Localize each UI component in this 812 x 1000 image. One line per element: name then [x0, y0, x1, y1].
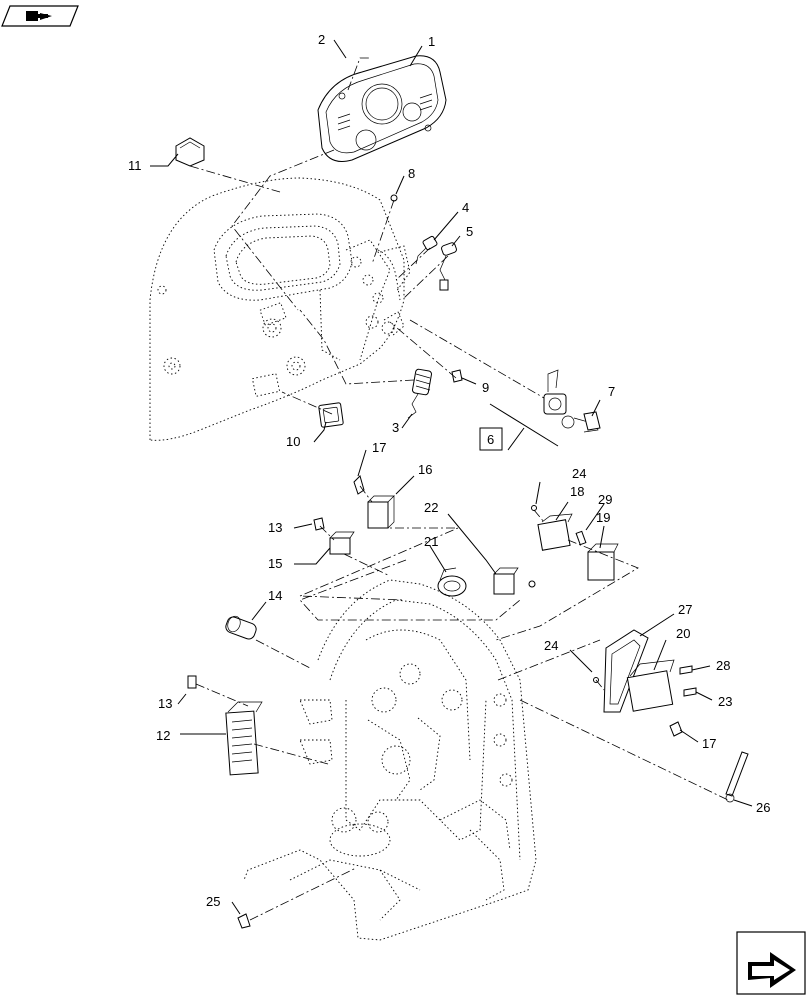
- callout-8: 8: [408, 166, 415, 181]
- switch-bezel: [318, 402, 344, 428]
- callout-27: 27: [678, 602, 692, 617]
- callout-16: 16: [418, 462, 432, 477]
- callout-4: 4: [462, 200, 469, 215]
- callout-22: 22: [424, 500, 438, 515]
- callout-13-top: 13: [268, 520, 282, 535]
- connector-4: [415, 235, 438, 265]
- callout-7: 7: [608, 384, 615, 399]
- callout-24-top: 24: [572, 466, 586, 481]
- leader-lines: [150, 39, 753, 915]
- ignition-switch: [543, 369, 601, 433]
- callout-9: 9: [482, 380, 489, 395]
- callout-3: 3: [392, 420, 399, 435]
- group-bracket-6: [489, 403, 559, 451]
- callout-29: 29: [598, 492, 612, 507]
- joystick-switch: [407, 368, 432, 419]
- callout-6: 6: [487, 432, 494, 447]
- screw-25: [237, 913, 251, 929]
- callout-25: 25: [206, 894, 220, 909]
- callouts: 1 2 3 4 5 6 7 8 9 10 11 12 13 13 14 15 1…: [128, 32, 770, 909]
- callout-12: 12: [156, 728, 170, 743]
- callout-18: 18: [570, 484, 584, 499]
- callout-10: 10: [286, 434, 300, 449]
- callout-21: 21: [424, 534, 438, 549]
- callout-14: 14: [268, 588, 282, 603]
- rocker-switch: [175, 137, 205, 167]
- module-20: [626, 659, 675, 712]
- module-19: [587, 543, 619, 581]
- relay-16: [367, 495, 395, 529]
- fuse-block: [225, 701, 263, 776]
- callout-17-top: 17: [372, 440, 386, 455]
- book-arrow-icon[interactable]: [1, 5, 79, 27]
- callout-24-right: 24: [544, 638, 558, 653]
- callout-17-right: 17: [702, 736, 716, 751]
- callout-15: 15: [268, 556, 282, 571]
- strap-26: [725, 751, 749, 803]
- callout-28: 28: [716, 658, 730, 673]
- switch-14: [225, 615, 257, 640]
- callout-11: 11: [128, 158, 142, 173]
- callout-26: 26: [756, 800, 770, 815]
- callout-5: 5: [466, 224, 473, 239]
- bracket-27: [603, 629, 649, 713]
- next-arrow-icon[interactable]: [736, 931, 806, 995]
- screw-17-top: [353, 475, 365, 495]
- dashboard-fascia: [149, 177, 411, 441]
- callout-13-left: 13: [158, 696, 172, 711]
- relay-22: [493, 567, 519, 595]
- callout-1: 1: [428, 34, 435, 49]
- diode-29: [575, 530, 587, 546]
- cab-frame: [243, 579, 537, 941]
- assembly-lines: [189, 57, 729, 921]
- bracket-21: [437, 567, 467, 597]
- relay-15: [329, 531, 355, 555]
- screw-23: [683, 687, 697, 697]
- callout-6-box: [479, 427, 503, 451]
- relay-18: [537, 513, 573, 551]
- screw-22: [528, 580, 536, 588]
- callout-23: 23: [718, 694, 732, 709]
- callout-19: 19: [596, 510, 610, 525]
- screw-13-left: [187, 675, 197, 689]
- screw-28: [679, 665, 693, 675]
- callout-2: 2: [318, 32, 325, 47]
- screw-17-right: [669, 721, 683, 737]
- instrument-cluster: [317, 55, 447, 162]
- screw-24-top: [531, 505, 537, 511]
- callout-20: 20: [676, 626, 690, 641]
- plug-9: [451, 369, 463, 383]
- connector-5: [439, 242, 457, 291]
